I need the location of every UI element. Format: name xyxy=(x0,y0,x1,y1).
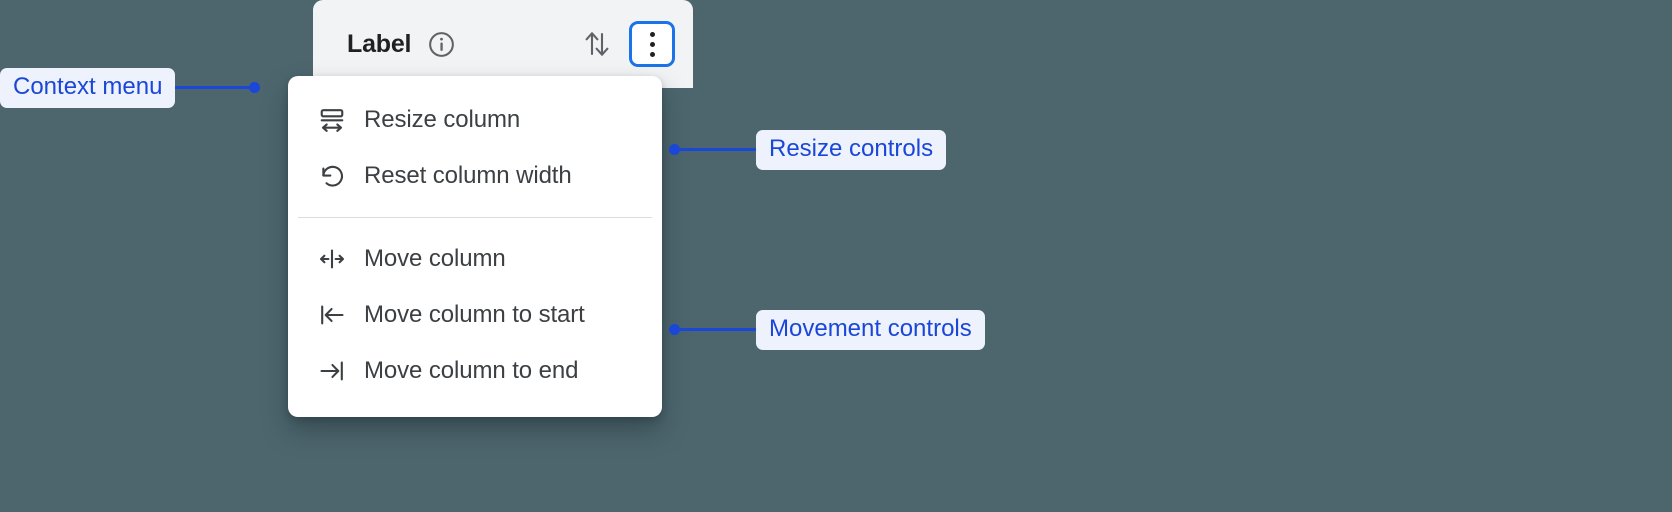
menu-item-label: Resize column xyxy=(364,106,521,133)
more-vert-kebab-icon xyxy=(649,31,655,57)
column-context-menu: Resize column Reset column width Move co… xyxy=(288,76,662,417)
annotation-leader-line xyxy=(175,86,250,90)
column-more-options-button[interactable] xyxy=(629,21,675,67)
menu-section-divider xyxy=(298,217,652,218)
annotation-label: Movement controls xyxy=(756,310,985,350)
column-header-panel: Label xyxy=(313,0,693,88)
annotation-label: Context menu xyxy=(0,68,176,108)
menu-item-label: Move column to end xyxy=(364,357,579,384)
annotation-resize-controls: Resize controls xyxy=(669,130,947,170)
annotation-endpoint-dot xyxy=(669,144,680,156)
annotation-movement-controls: Movement controls xyxy=(669,310,985,350)
menu-item-resize-column[interactable]: Resize column xyxy=(288,92,662,148)
info-circle-icon[interactable] xyxy=(427,30,456,59)
move-column-to-end-icon xyxy=(320,361,343,381)
annotation-label: Resize controls xyxy=(756,130,947,170)
move-column-icon xyxy=(319,249,345,269)
resize-column-icon xyxy=(320,109,344,132)
menu-item-move-column[interactable]: Move column xyxy=(288,231,662,287)
menu-item-label: Move column xyxy=(364,245,506,272)
move-column-to-start-icon xyxy=(321,305,344,325)
menu-item-move-column-to-end[interactable]: Move column to end xyxy=(288,343,662,399)
menu-item-label: Move column to start xyxy=(364,301,585,328)
reset-undo-icon xyxy=(322,165,343,187)
annotation-endpoint-dot xyxy=(669,324,680,336)
annotation-endpoint-dot xyxy=(249,82,261,94)
annotation-context-menu: Context menu xyxy=(0,68,261,108)
sort-ascending-descending-icon[interactable] xyxy=(581,27,613,61)
menu-item-label: Reset column width xyxy=(364,162,572,189)
menu-item-move-column-to-start[interactable]: Move column to start xyxy=(288,287,662,343)
annotation-leader-line xyxy=(680,148,756,152)
menu-item-reset-column-width[interactable]: Reset column width xyxy=(288,148,662,204)
column-title: Label xyxy=(347,29,412,58)
annotation-leader-line xyxy=(680,328,756,332)
